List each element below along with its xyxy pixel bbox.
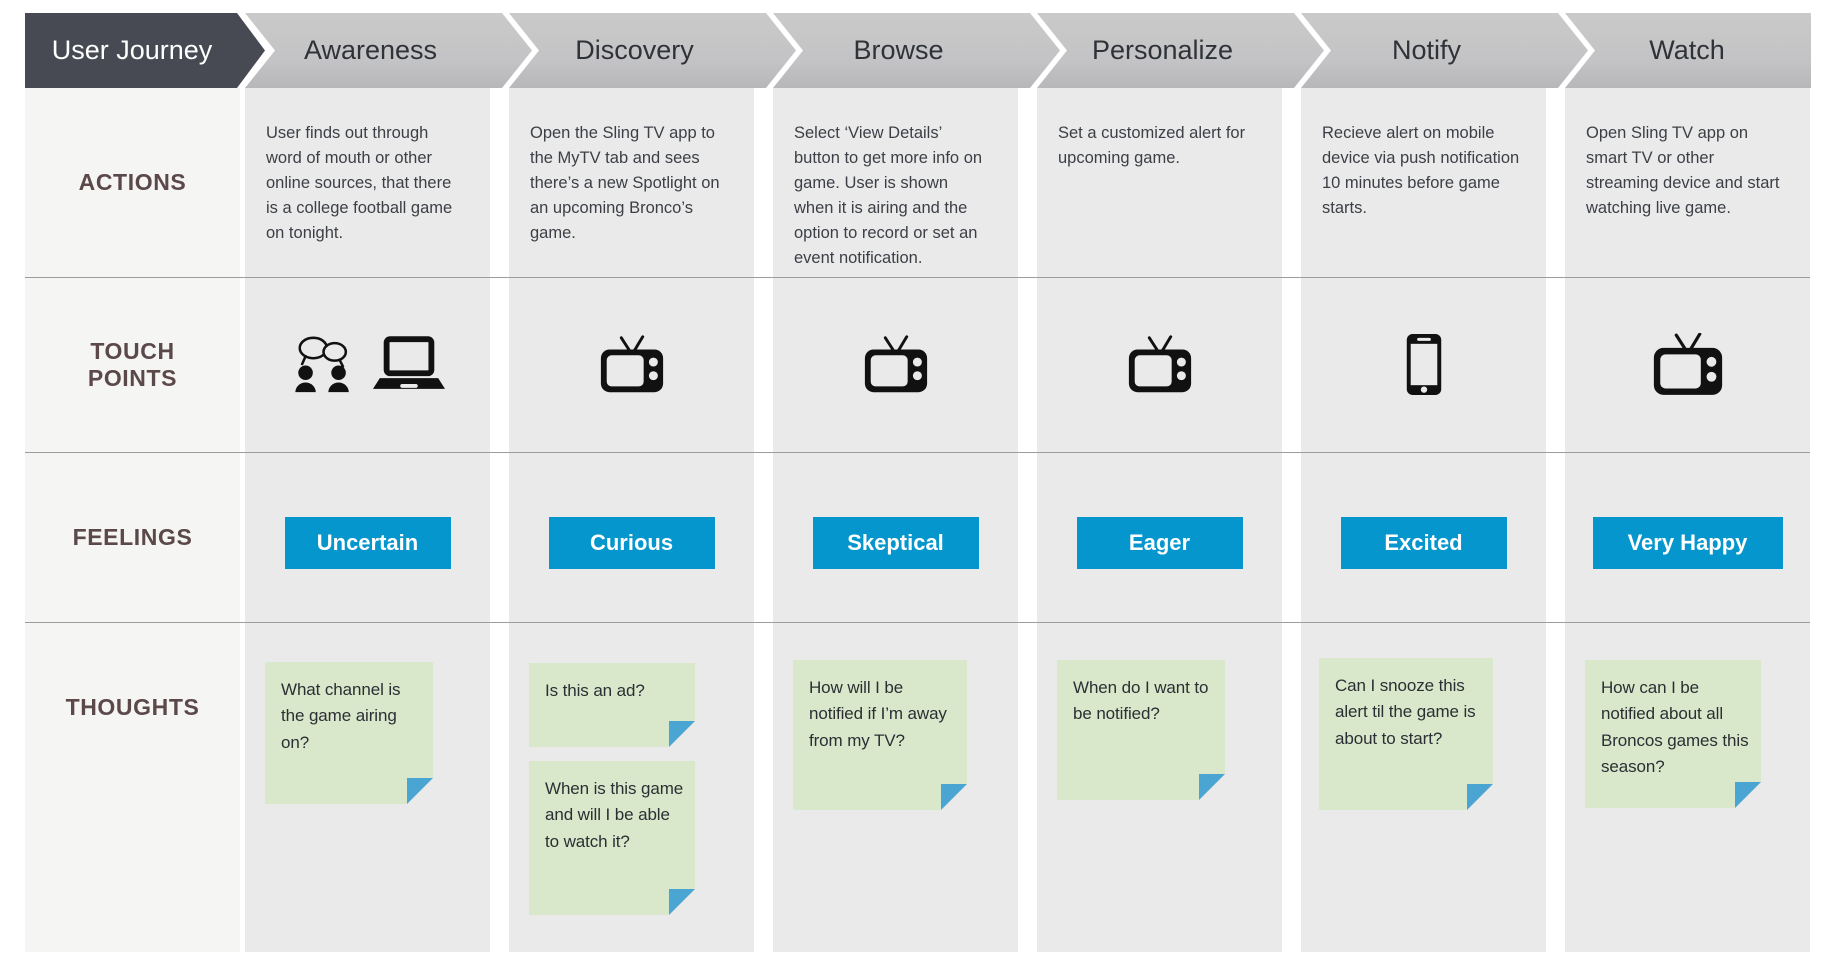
feeling-badge: Very Happy (1592, 517, 1783, 569)
row-divider (25, 452, 1810, 453)
sticky-note: Is this an ad? (529, 663, 695, 747)
feeling-badge: Curious (548, 517, 715, 569)
stage-header-awareness: Awareness (245, 13, 532, 88)
action-text: User finds out through word of mouth or … (266, 124, 453, 243)
stage-header-personalize: Personalize (1037, 13, 1324, 88)
stage-title: Browse (853, 35, 944, 65)
tv-icon (600, 334, 663, 392)
actions-row-label: ACTIONS (78, 169, 187, 195)
stage-column-personalize: Personalize Set a customized alert for u… (1037, 0, 1282, 957)
stage-title: Discovery (575, 35, 694, 65)
row-divider (25, 622, 1810, 623)
feelings-cell: Eager (1037, 452, 1282, 622)
sticky-note: What channel is the game airing on? (265, 662, 433, 804)
touchpoints-cell (773, 277, 1018, 452)
thoughts-cell: How will I be notified if I’m away from … (773, 622, 1018, 952)
actions-cell: Select ‘View Details’ button to get more… (773, 88, 1018, 277)
stage-title: Notify (1391, 35, 1462, 65)
stage-header-discovery: Discovery (509, 13, 796, 88)
actions-cell: User finds out through word of mouth or … (245, 88, 490, 277)
feeling-badge: Uncertain (284, 517, 451, 569)
stage-column-browse: Browse Select ‘View Details’ button to g… (773, 0, 1018, 957)
feeling-badge: Excited (1340, 517, 1507, 569)
user-journey-header: User Journey (25, 13, 265, 88)
tv-icon (864, 334, 927, 392)
row-divider (25, 277, 1810, 278)
actions-cell: Recieve alert on mobile device via push … (1301, 88, 1546, 277)
sticky-note: How can I be notified about all Broncos … (1585, 660, 1761, 808)
sticky-note: When do I want to be notified? (1057, 660, 1225, 800)
action-text: Open the Sling TV app to the MyTV tab an… (530, 124, 720, 243)
row-label-column: User Journey ACTIONS TOUCH POINTS FEELIN… (25, 0, 240, 957)
feelings-cell: Very Happy (1565, 452, 1810, 622)
touchpoints-cell (1565, 277, 1810, 452)
touchpoints-cell (509, 277, 754, 452)
sticky-note: Can I snooze this alert til the game is … (1319, 658, 1493, 810)
thoughts-row-label: THOUGHTS (65, 694, 200, 720)
stage-column-awareness: Awareness User finds out through word of… (245, 0, 490, 957)
laptop-icon (372, 336, 445, 389)
thoughts-cell: When do I want to be notified? (1037, 622, 1282, 952)
action-text: Open Sling TV app on smart TV or other s… (1586, 124, 1780, 218)
action-text: Set a customized alert for upcoming game… (1058, 124, 1246, 168)
stage-column-notify: Notify Recieve alert on mobile device vi… (1301, 0, 1546, 957)
actions-cell: Open the Sling TV app to the MyTV tab an… (509, 88, 754, 277)
stage-title: Personalize (1091, 35, 1234, 65)
stage-column-watch: Watch Open Sling TV app on smart TV or o… (1565, 0, 1811, 957)
sticky-note: When is this game and will I be able to … (529, 761, 695, 915)
feelings-cell: Uncertain (245, 452, 490, 622)
action-text: Select ‘View Details’ button to get more… (794, 124, 983, 268)
tv-icon (1128, 334, 1191, 392)
thoughts-cell: What channel is the game airing on? (245, 622, 490, 952)
smartphone-icon (1406, 333, 1441, 396)
stage-header-watch: Watch (1565, 13, 1811, 88)
tv-icon (1653, 332, 1722, 395)
feelings-cell: Curious (509, 452, 754, 622)
feeling-badge: Eager (1076, 517, 1243, 569)
stage-column-discovery: Discovery Open the Sling TV app to the M… (509, 0, 754, 957)
user-journey-title: User Journey (51, 35, 213, 65)
touchpoints-cell (245, 277, 490, 452)
feelings-cell: Skeptical (773, 452, 1018, 622)
touchpoints-cell (1301, 277, 1546, 452)
feeling-badge: Skeptical (812, 517, 979, 569)
feelings-cell: Excited (1301, 452, 1546, 622)
actions-cell: Set a customized alert for upcoming game… (1037, 88, 1282, 277)
label-column-background (25, 88, 240, 952)
touchpoints-row-label: TOUCH POINTS (87, 338, 178, 391)
stage-header-browse: Browse (773, 13, 1060, 88)
actions-cell: Open Sling TV app on smart TV or other s… (1565, 88, 1810, 277)
thoughts-cell: Is this an ad? When is this game and wil… (509, 622, 754, 952)
touchpoints-cell (1037, 277, 1282, 452)
stage-title: Watch (1649, 35, 1725, 65)
thoughts-cell: How can I be notified about all Broncos … (1565, 622, 1810, 952)
sticky-note: How will I be notified if I’m away from … (793, 660, 967, 810)
stage-header-notify: Notify (1301, 13, 1588, 88)
feelings-row-label: FEELINGS (72, 523, 193, 550)
stage-title: Awareness (303, 35, 438, 65)
word-of-mouth-icon (294, 336, 349, 392)
thoughts-cell: Can I snooze this alert til the game is … (1301, 622, 1546, 952)
action-text: Recieve alert on mobile device via push … (1322, 124, 1520, 218)
